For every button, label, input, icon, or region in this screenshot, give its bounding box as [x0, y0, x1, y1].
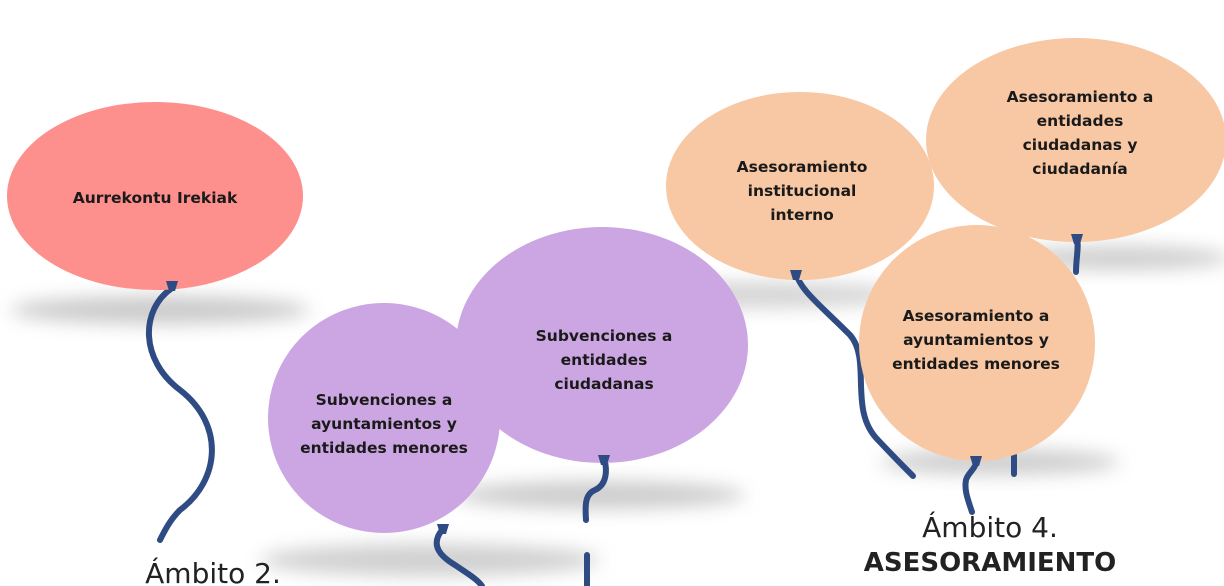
balloon-string: [146, 285, 215, 543]
caption-ambito-2: Ámbito 2.: [118, 556, 308, 586]
balloon-label-text: Asesoramiento a entidades ciudadanas y c…: [1006, 88, 1154, 178]
balloon-knot: [437, 524, 449, 534]
balloon-knot: [790, 270, 802, 280]
balloon-asesoramiento-entidades-ciudadanas: [926, 38, 1224, 242]
balloon-asesoramiento-institucional: [666, 92, 934, 280]
balloon-string: [793, 270, 916, 479]
balloon-label: Subvenciones a entidades ciudadanas: [530, 318, 678, 402]
balloon-subvenciones-ayuntamientos: [268, 303, 500, 533]
shadow: [455, 481, 745, 509]
balloon-subvenciones-entidades-ciudadanas: [456, 227, 748, 463]
balloon-asesoramiento-ayuntamientos: [859, 225, 1095, 461]
balloon-label: Asesoramiento a entidades ciudadanas y c…: [990, 88, 1170, 178]
balloon-label: Asesoramiento a ayuntamientos y entidade…: [892, 284, 1060, 396]
caption-ambito-4: Ámbito 4. ASESORAMIENTO: [850, 510, 1130, 580]
balloon-knot: [1071, 234, 1083, 244]
balloon-label-text: Subvenciones a entidades ciudadanas: [535, 327, 673, 393]
balloon-string: [582, 455, 609, 523]
balloon-string: [433, 527, 485, 586]
shadow: [260, 544, 600, 576]
shadow: [880, 449, 1120, 475]
balloon-knot: [970, 456, 982, 466]
balloon-label-text: Asesoramiento a ayuntamientos y entidade…: [892, 307, 1060, 373]
balloon-aurrekontu-irekiak: [7, 102, 303, 290]
balloon-knot: [166, 281, 178, 291]
balloon-label-text: Subvenciones a ayuntamientos y entidades…: [300, 391, 468, 457]
caption-number: Ámbito 2.: [145, 557, 281, 586]
balloon-knot: [598, 455, 610, 465]
caption-name: ASESORAMIENTO: [863, 548, 1117, 578]
balloon-label: Subvenciones a ayuntamientos y entidades…: [300, 368, 468, 480]
caption-number: Ámbito 4.: [922, 511, 1058, 544]
balloon-label: Aurrekontu Irekiak: [60, 170, 250, 226]
balloon-label-text: Aurrekontu Irekiak: [72, 189, 238, 207]
balloon-label: Asesoramiento institucional interno: [722, 148, 882, 234]
balloon-label-text: Asesoramiento institucional interno: [736, 158, 868, 224]
shadow: [10, 296, 310, 324]
